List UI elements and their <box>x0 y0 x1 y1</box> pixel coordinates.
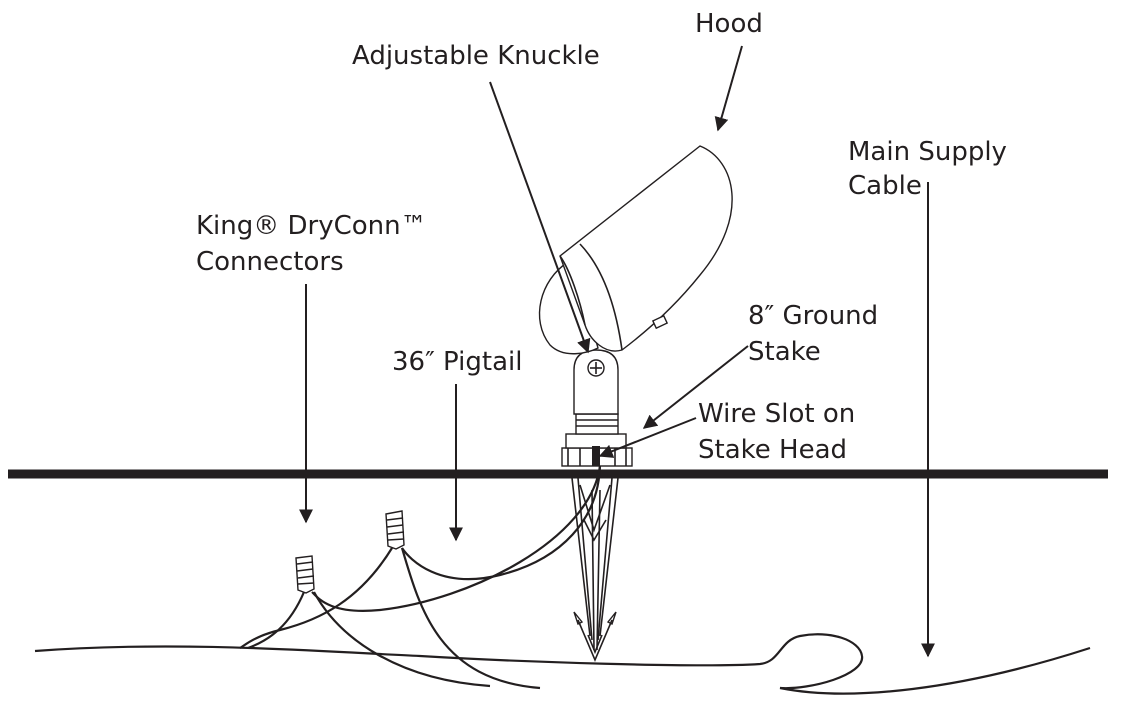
label-main-supply-line1: Main Supply <box>848 137 1007 167</box>
label-wire-slot-line1: Wire Slot on <box>698 399 855 429</box>
label-main-supply-line2: Cable <box>848 171 922 201</box>
label-wire-slot-line2: Stake Head <box>698 435 847 465</box>
wire-connector-upper <box>385 510 405 550</box>
wire-connector-lower <box>295 555 315 594</box>
pigtail-wire-a <box>401 461 602 581</box>
stake-head <box>561 433 633 467</box>
wire-slot <box>592 446 600 466</box>
connector-wire-c <box>247 591 306 650</box>
pigtail-wire-b <box>311 465 602 612</box>
connector-wire-d <box>313 591 491 688</box>
main-supply-cable <box>34 633 1091 695</box>
ground-stake-arrow <box>642 345 749 429</box>
label-connectors-line2: Connectors <box>196 247 344 277</box>
wire-slot-arrow <box>598 417 697 458</box>
adjustable-knuckle <box>573 349 619 435</box>
knuckle-arrow <box>489 81 591 354</box>
label-hood: Hood <box>695 9 763 39</box>
label-pigtail: 36″ Pigtail <box>392 347 522 377</box>
label-ground-stake-line1: 8″ Ground <box>748 301 878 331</box>
fixture-hood <box>538 145 733 355</box>
label-adjustable-knuckle: Adjustable Knuckle <box>352 41 600 71</box>
label-ground-stake-line2: Stake <box>748 337 821 367</box>
hood-arrow <box>714 45 743 132</box>
connector-wire-a <box>239 547 393 649</box>
connector-wire-b <box>400 547 541 690</box>
label-connectors-line1: King® DryConn™ <box>196 211 427 241</box>
ground-stake <box>571 477 619 663</box>
